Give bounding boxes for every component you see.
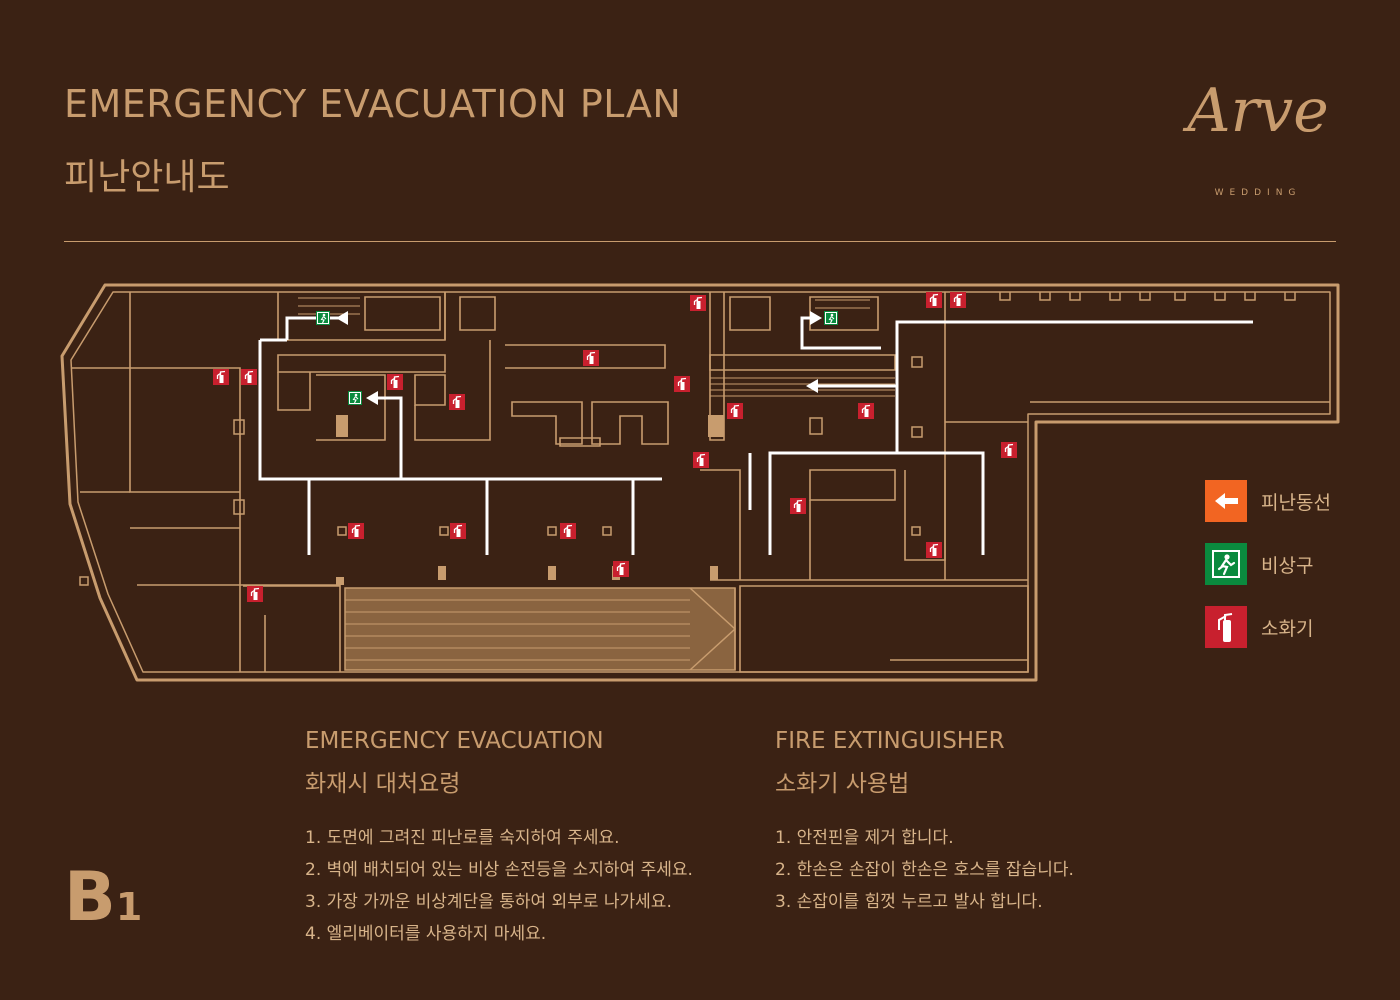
evacuation-instructions: EMERGENCY EVACUATION 화재시 대처요령 1. 도면에 그려진… (305, 728, 693, 950)
fire-extinguisher-icon (583, 350, 599, 366)
list-item: 2. 벽에 배치되어 있는 비상 손전등을 소지하여 주세요. (305, 860, 693, 880)
list-item: 1. 도면에 그려진 피난로를 숙지하여 주세요. (305, 828, 620, 848)
list-item: 4. 엘리베이터를 사용하지 마세요. (305, 924, 547, 944)
fire-extinguisher-icon (693, 452, 709, 468)
fire-extinguisher-icon (613, 561, 629, 577)
extinguisher-instructions: FIRE EXTINGUISHER 소화기 사용법 1. 안전핀을 제거 합니다… (775, 728, 1074, 918)
top-notches (999, 292, 1330, 403)
fire-extinguisher-icon (690, 295, 706, 311)
header-divider (64, 241, 1336, 242)
fire-extinguisher-icon (247, 586, 263, 602)
small-squares (79, 356, 923, 586)
room-markers (336, 415, 724, 585)
list-item: 3. 가장 가까운 비상계단을 통하여 외부로 나가세요. (305, 892, 672, 912)
route-arrowheads (336, 311, 822, 405)
fire-extinguisher-icon (950, 292, 966, 308)
evacuation-title-korean: 화재시 대처요령 (305, 771, 461, 797)
extinguisher-title-english: FIRE EXTINGUISHER (775, 728, 1005, 754)
floor-indicator: B1 (64, 858, 142, 937)
fire-extinguisher-icon (926, 292, 942, 308)
plan-title-korean: 피난안내도 (64, 157, 230, 198)
fire-extinguisher-icon (348, 523, 364, 539)
emergency-exit-icon (348, 391, 362, 405)
extinguisher-steps: 1. 안전핀을 제거 합니다. 2. 한손은 손잡이 한손은 호스를 잡습니다.… (775, 822, 1074, 918)
interior-walls (72, 292, 1029, 673)
evacuation-steps: 1. 도면에 그려진 피난로를 숙지하여 주세요. 2. 벽에 배치되어 있는 … (305, 822, 693, 950)
emergency-exit-icon (824, 311, 838, 325)
arve-logo: Arve WEDDING (1178, 76, 1338, 206)
fire-extinguisher-icon (858, 403, 874, 419)
emergency-exit-icon (316, 311, 330, 325)
legend-label: 소화기 (1261, 618, 1314, 640)
evacuation-title-english: EMERGENCY EVACUATION (305, 728, 604, 754)
fire-extinguisher-icon (674, 376, 690, 392)
fire-extinguisher-icon (926, 542, 942, 558)
legend-label: 피난동선 (1261, 492, 1331, 514)
emergency-exit-icon (1205, 543, 1247, 585)
fire-extinguisher-icon (560, 523, 576, 539)
fire-extinguisher-icon (213, 369, 229, 385)
evacuation-routes (258, 316, 1253, 555)
list-item: 2. 한손은 손잡이 한손은 호스를 잡습니다. (775, 860, 1074, 880)
floor-letter: B (64, 858, 116, 937)
parking-ramp (344, 587, 737, 671)
fire-extinguisher-icon (790, 498, 806, 514)
fire-extinguisher-icon (241, 369, 257, 385)
logo-subtitle: WEDDING (1214, 188, 1302, 198)
evacuation-route-arrow-icon (1205, 480, 1247, 522)
fire-extinguisher-icon (1001, 442, 1017, 458)
plan-title-english: EMERGENCY EVACUATION PLAN (64, 82, 682, 126)
floor-number: 1 (115, 885, 143, 929)
fire-extinguisher-icon (387, 374, 403, 390)
logo-wordmark: Arve (1187, 76, 1329, 146)
fire-extinguisher-icon (449, 394, 465, 410)
fire-extinguisher-icon (1205, 606, 1247, 648)
fire-extinguisher-markers (213, 292, 1017, 602)
fire-extinguisher-icon (450, 523, 466, 539)
stair-hatching (298, 297, 895, 397)
list-item: 1. 안전핀을 제거 합니다. (775, 828, 954, 848)
building-outline (60, 283, 1340, 682)
extinguisher-title-korean: 소화기 사용법 (775, 771, 910, 797)
fire-extinguisher-icon (727, 403, 743, 419)
list-item: 3. 손잡이를 힘껏 누르고 발사 합니다. (775, 892, 1043, 912)
emergency-exit-markers (316, 311, 838, 405)
legend-label: 비상구 (1261, 555, 1314, 577)
